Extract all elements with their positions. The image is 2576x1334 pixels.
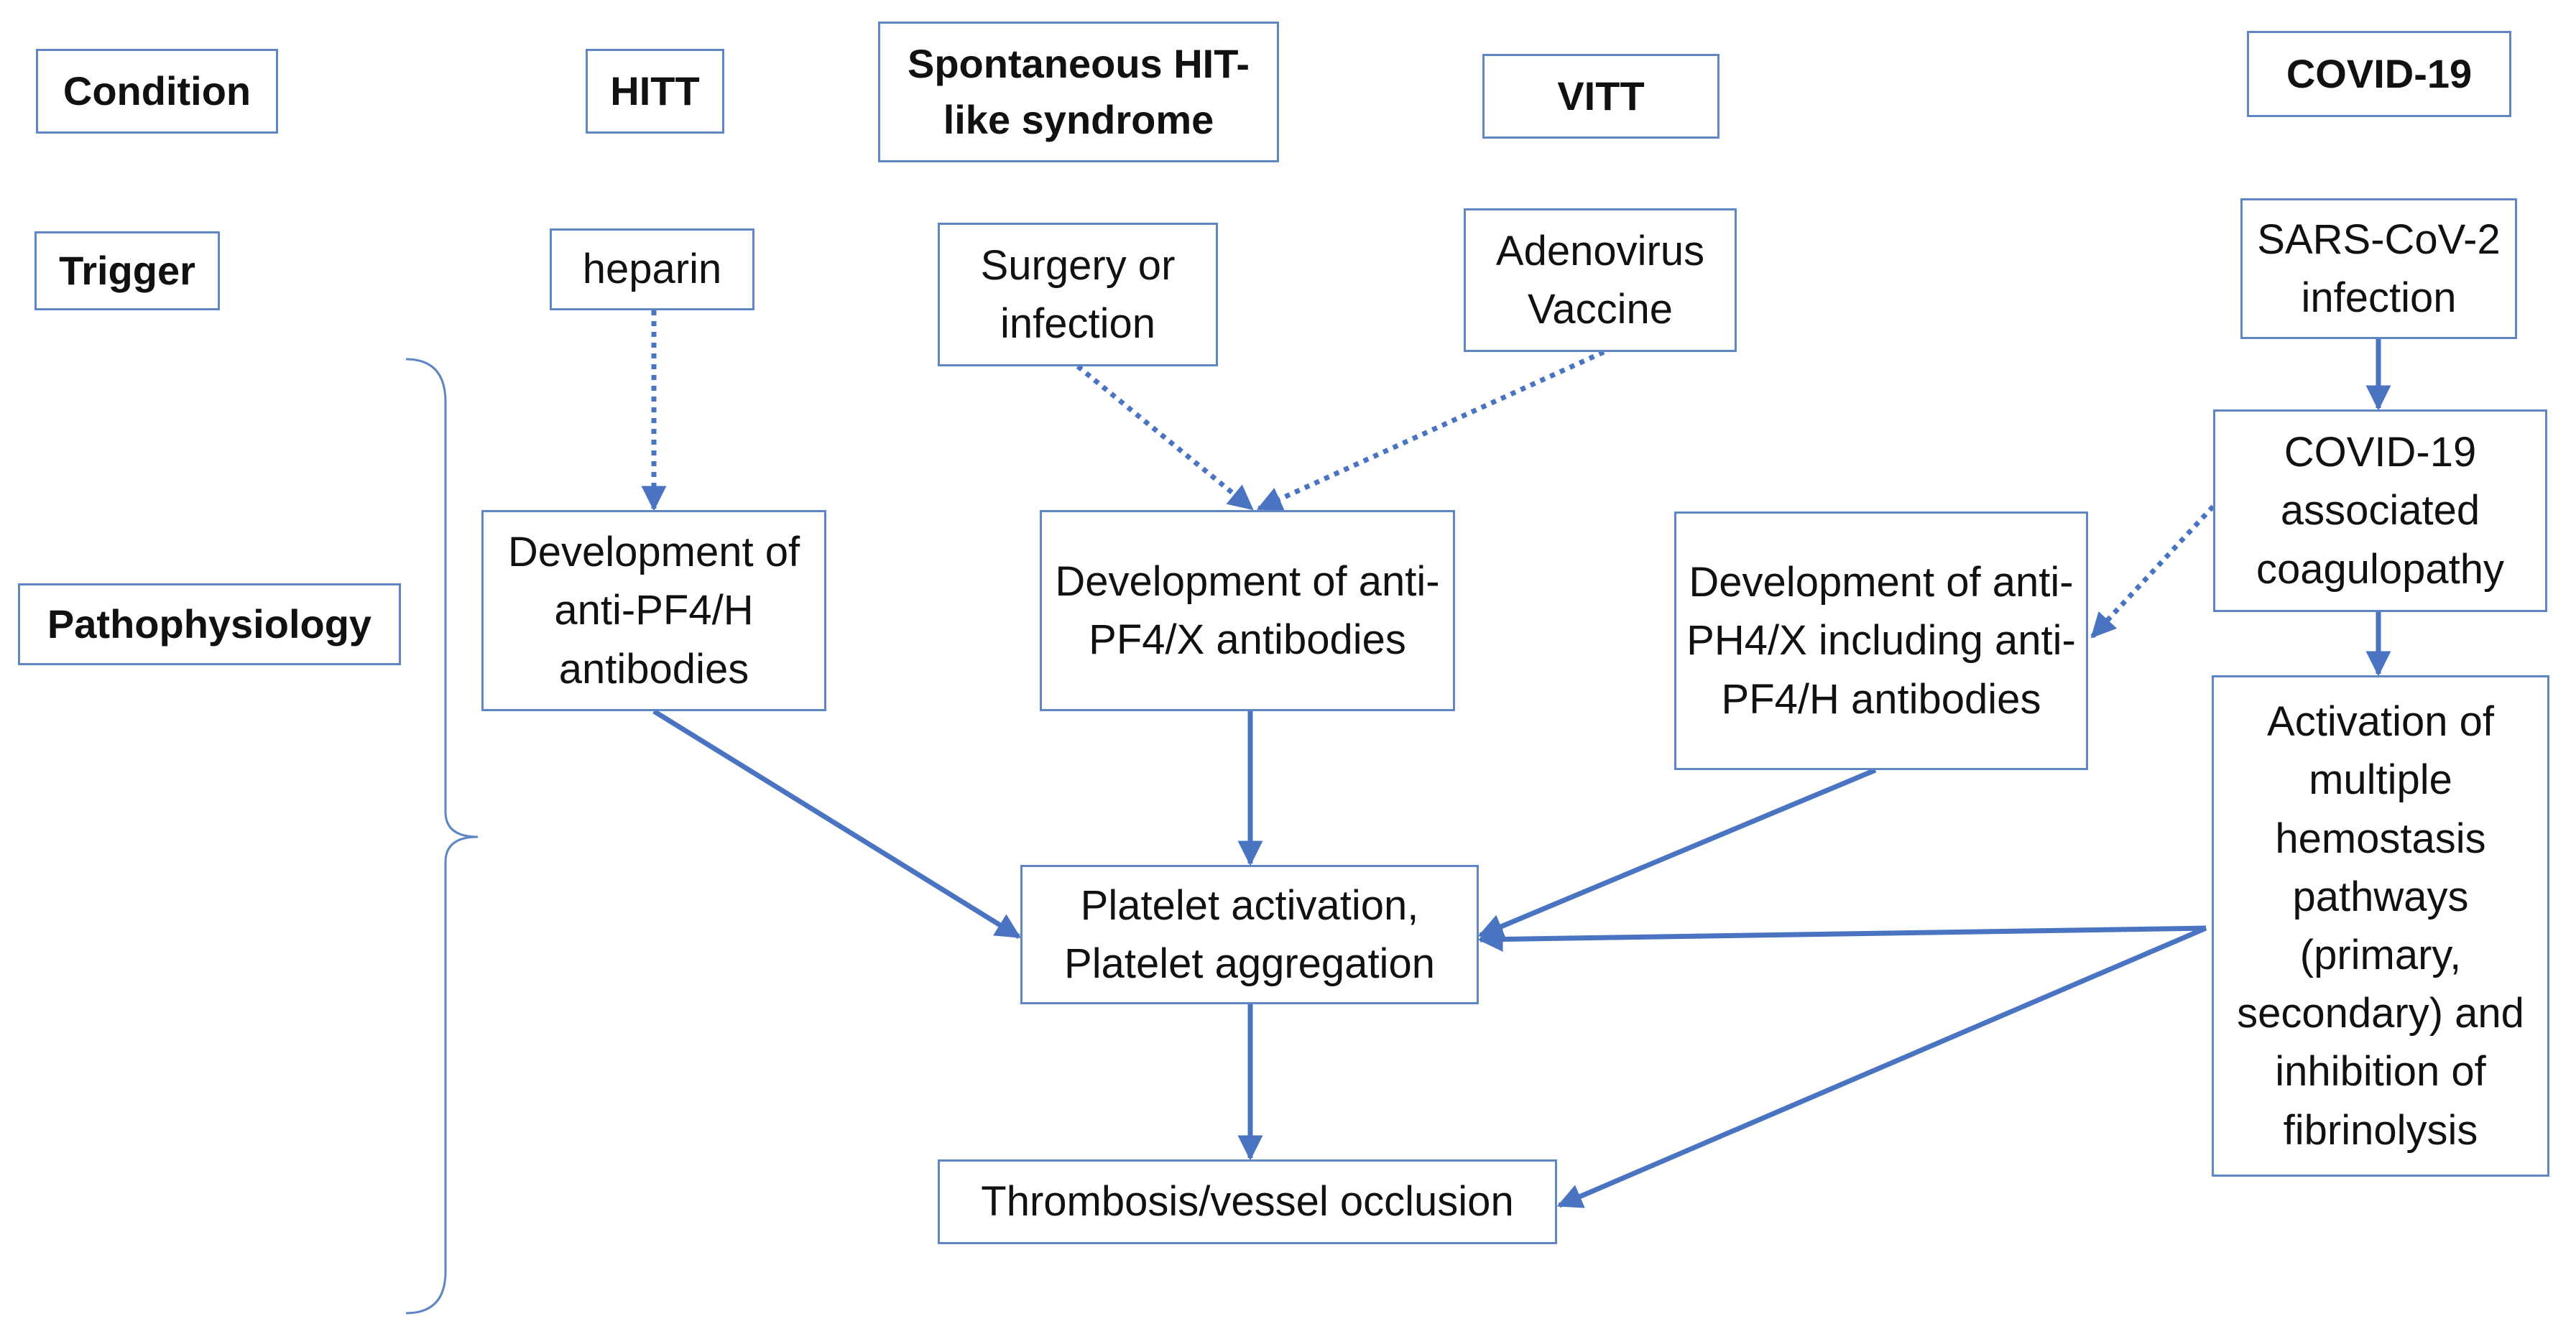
trigger-heparin: heparin xyxy=(550,228,754,310)
condition-covid-19: COVID-19 xyxy=(2247,31,2511,117)
trigger-surgery-or-infection: Surgery or infection xyxy=(938,223,1218,366)
arrow-adenovirus-to-anti-pf4-x xyxy=(1256,349,1605,511)
arrow-activation-to-platelet xyxy=(1477,925,2207,952)
row-label-pathophysiology: Pathophysiology xyxy=(18,583,401,665)
arrow-activation-to-thrombosis xyxy=(1556,925,2207,1208)
condition-hitt: HITT xyxy=(586,49,724,134)
covid-associated-coagulopathy: COVID-19 associated coagulopathy xyxy=(2213,409,2547,612)
condition-spontaneous-hit-like: Spontaneous HIT-like syndrome xyxy=(878,22,1279,162)
platelet-activation-aggregation: Platelet activation, Platelet aggregatio… xyxy=(1020,865,1479,1004)
anti-pf4-x-antibodies: Development of anti-PF4/X antibodies xyxy=(1040,510,1455,711)
anti-ph4-x-antibodies: Development of anti-PH4/X including anti… xyxy=(1674,511,2088,770)
trigger-adenovirus-vaccine: Adenovirus Vaccine xyxy=(1464,208,1737,352)
arrow-anti-ph4-x-to-platelet xyxy=(1477,767,1877,938)
anti-pf4-h-antibodies: Development of anti-PF4/H antibodies xyxy=(481,510,826,711)
pathophysiology-bracket xyxy=(405,358,479,1315)
hemostasis-activation: Activation of multiple hemostasis pathwa… xyxy=(2212,675,2549,1177)
row-label-trigger: Trigger xyxy=(34,231,220,310)
trigger-sars-cov-2: SARS-CoV-2 infection xyxy=(2240,198,2517,339)
row-label-condition: Condition xyxy=(36,49,278,134)
condition-vitt: VITT xyxy=(1482,54,1719,139)
arrow-cac-to-anti-ph4-x xyxy=(2090,504,2215,639)
arrow-anti-pf4-h-to-platelet xyxy=(652,709,1021,939)
arrow-surgery-to-anti-pf4-x xyxy=(1076,364,1254,511)
thrombosis-vessel-occlusion: Thrombosis/vessel occlusion xyxy=(938,1159,1557,1244)
